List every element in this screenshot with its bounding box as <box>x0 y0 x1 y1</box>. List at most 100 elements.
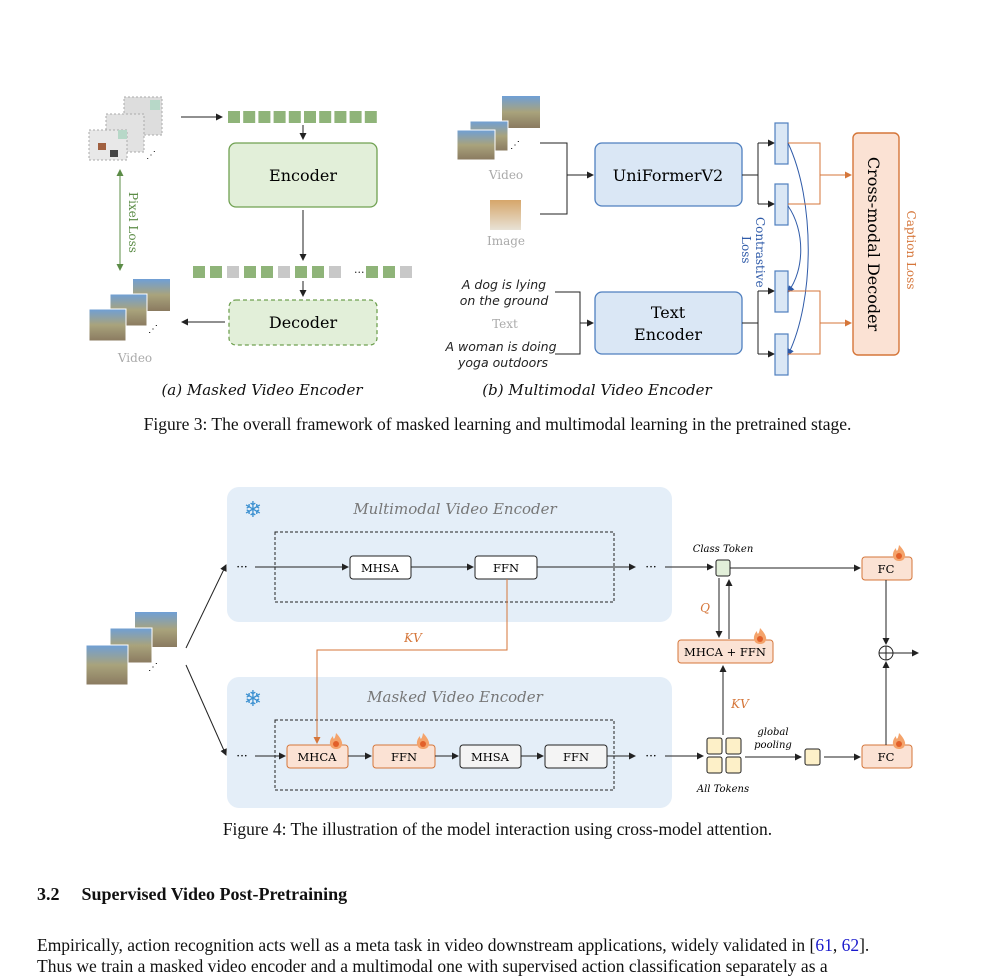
encoder-label: Encoder <box>269 166 337 185</box>
masked-input-cube: ⋰ <box>88 96 163 161</box>
caption-text-2b: yoga outdoors <box>457 355 548 370</box>
token <box>228 111 240 123</box>
class-token-label: Class Token <box>693 544 754 555</box>
flame-icon <box>753 628 767 644</box>
figure3-caption: Figure 3: The overall framework of maske… <box>143 414 852 434</box>
cross-modal-decoder-label: Cross-modal Decoder <box>864 157 883 332</box>
token <box>273 111 286 123</box>
paragraph-text-end: ]. <box>859 935 870 955</box>
token <box>319 111 332 123</box>
text-encoder-label: Text <box>651 303 686 322</box>
caption-text-2: A woman is doing <box>445 339 557 354</box>
text-label: Text <box>492 317 518 331</box>
contrastive-curve <box>787 142 809 356</box>
masked-encoder-title: Masked Video Encoder <box>366 688 544 706</box>
citation-link[interactable]: 61 <box>815 935 833 955</box>
token <box>400 266 412 278</box>
kv-cross-arrow <box>313 579 508 744</box>
input-video-frames: ⋰ <box>456 96 540 161</box>
svg-text:⋰: ⋰ <box>148 324 158 335</box>
cross-modal-decoder-box <box>852 132 900 356</box>
paragraph: Empirically, action recognition acts wel… <box>37 935 959 977</box>
flame-icon <box>892 733 906 749</box>
section-heading: 3.2 Supervised Video Post-Pretraining <box>37 884 347 905</box>
citation-link[interactable]: 62 <box>841 935 860 955</box>
input-video-frames: ⋰ <box>85 612 177 686</box>
token <box>227 266 239 278</box>
multimodal-encoder-panel <box>227 487 672 622</box>
fc-label: FC <box>878 750 895 764</box>
svg-text:⋰: ⋰ <box>146 150 156 161</box>
figures: ⋰ Encoder ··· Decoder ⋰ Video Pixel Loss… <box>85 96 919 808</box>
pooled-token <box>804 748 821 766</box>
dog-image <box>490 200 521 230</box>
ellipsis: ··· <box>645 560 656 574</box>
visible-token-row <box>228 111 377 123</box>
decoder-label: Decoder <box>269 313 338 332</box>
mhsa-label: MHSA <box>471 750 510 764</box>
reconstructed-video-frames: ⋰ <box>88 279 170 342</box>
svg-text:⋰: ⋰ <box>510 140 520 151</box>
subcaption-b: (b) Multimodal Video Encoder <box>482 381 712 399</box>
section-title: Supervised Video Post-Pretraining <box>81 884 348 904</box>
global-pooling-label-2: pooling <box>754 740 792 751</box>
global-pooling-label: global <box>757 727 788 738</box>
text-encoder-box <box>594 291 743 355</box>
contrastive-curve <box>787 205 802 293</box>
sum-icon <box>878 645 894 661</box>
ffn-label: FFN <box>493 561 519 575</box>
all-tokens-label: All Tokens <box>696 784 749 795</box>
svg-text:···: ··· <box>354 266 365 279</box>
caption-text-1b: on the ground <box>460 293 549 308</box>
token <box>312 266 324 278</box>
class-token <box>715 559 731 577</box>
ellipsis: ··· <box>236 560 247 574</box>
subcaption-a: (a) Masked Video Encoder <box>161 381 363 399</box>
full-token-row <box>193 266 412 278</box>
image-label: Image <box>487 234 525 248</box>
contrastive-loss-label: Contrastive <box>753 217 767 288</box>
snowflake-icon: ❄ <box>244 687 262 712</box>
figure4-caption: Figure 4: The illustration of the model … <box>222 819 773 839</box>
flame-icon <box>892 545 906 561</box>
fc-label: FC <box>878 562 895 576</box>
token <box>288 111 301 123</box>
pixel-loss-label: Pixel Loss <box>126 192 140 253</box>
decoder-box <box>228 299 378 346</box>
ellipsis: ··· <box>236 749 247 763</box>
text-encoder-label-2: Encoder <box>634 325 702 344</box>
separator: , <box>832 935 842 955</box>
video-label: Video <box>488 168 523 182</box>
ellipsis: ··· <box>645 749 656 763</box>
token <box>304 111 316 123</box>
token <box>210 266 222 278</box>
video-label: Video <box>117 351 152 365</box>
multimodal-encoder-title: Multimodal Video Encoder <box>352 500 557 518</box>
feature-tokens <box>774 122 789 376</box>
token <box>383 266 395 278</box>
token <box>261 266 273 278</box>
token <box>295 266 307 278</box>
contrastive-loss-label-2: Loss <box>739 236 753 264</box>
mhca-ffn-label: MHCA + FFN <box>684 645 766 659</box>
mhsa-label: MHSA <box>361 561 400 575</box>
section-number: 3.2 <box>37 884 60 904</box>
mhca-label: MHCA <box>298 750 338 764</box>
token <box>329 266 341 278</box>
svg-text:⋰: ⋰ <box>148 662 158 673</box>
kv-label: KV <box>730 697 750 711</box>
paragraph-line-2: Thus we train a masked video encoder and… <box>37 956 828 976</box>
ffn-label: FFN <box>391 750 417 764</box>
token <box>366 266 378 278</box>
fc-box-top <box>861 556 913 581</box>
encoder-box <box>228 142 378 208</box>
uniformerv2-label: UniFormerV2 <box>613 166 723 185</box>
token <box>244 266 256 278</box>
mhca-ffn-box <box>677 639 774 664</box>
kv-label: KV <box>403 631 423 645</box>
token <box>364 111 377 123</box>
token <box>349 111 362 123</box>
ffn-label: FFN <box>563 750 589 764</box>
token <box>243 111 256 123</box>
paragraph-text: Empirically, action recognition acts wel… <box>37 935 816 955</box>
